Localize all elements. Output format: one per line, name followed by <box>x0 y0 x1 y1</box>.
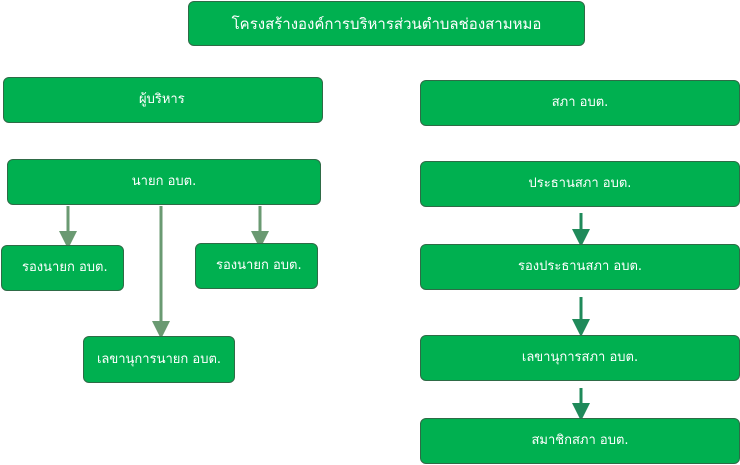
mayor-secretary-box: เลขานุการนายก อบต. <box>83 336 235 383</box>
council-vice-president-box: รองประธานสภา อบต. <box>420 244 740 290</box>
council-secretary-box: เลขานุการสภา อบต. <box>420 335 740 381</box>
executive-header-box: ผู้บริหาร <box>3 77 323 123</box>
council-president-box: ประธานสภา อบต. <box>420 161 740 207</box>
council-members-box: สมาชิกสภา อบต. <box>420 418 740 464</box>
deputy-mayor-box-1: รองนายก อบต. <box>1 245 124 291</box>
mayor-box: นายก อบต. <box>7 159 321 205</box>
org-chart-title: โครงสร้างองค์การบริหารส่วนตำบลช่องสามหมอ <box>188 1 585 46</box>
deputy-mayor-box-2: รองนายก อบต. <box>195 243 318 289</box>
council-header-box: สภา อบต. <box>420 80 740 126</box>
